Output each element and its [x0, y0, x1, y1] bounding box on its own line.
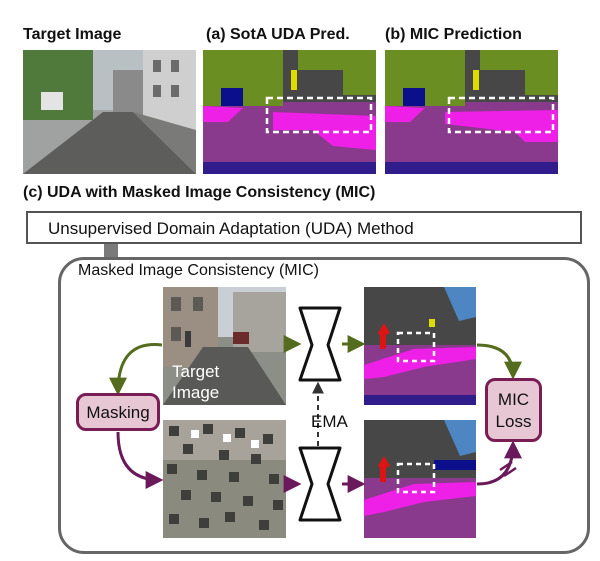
- teacher-prediction: [364, 287, 476, 405]
- student-network-icon: [298, 446, 342, 522]
- mic-loss-box: MIC Loss: [485, 378, 542, 442]
- stop-gradient-mark-1: [499, 460, 513, 472]
- mic-prediction-image: [385, 50, 558, 174]
- arrow-pred-to-loss: [476, 343, 522, 380]
- header-section-c: (c) UDA with Masked Image Consistency (M…: [23, 184, 376, 201]
- stop-gradient-mark-2: [503, 466, 517, 478]
- header-sota-uda: (a) SotA UDA Pred.: [206, 26, 350, 43]
- uda-mic-connector: [104, 244, 118, 258]
- uda-method-label: Unsupervised Domain Adaptation (UDA) Met…: [48, 219, 414, 238]
- masked-target-image: [163, 420, 286, 538]
- mic-target-image: [163, 287, 286, 405]
- target-label-line2: Image: [172, 383, 220, 402]
- arrow-pred-to-loss-purple: [476, 440, 522, 486]
- target-label-line1: Target: [172, 362, 220, 381]
- ema-label: EMA: [311, 412, 348, 431]
- header-mic-prediction: (b) MIC Prediction: [385, 26, 522, 43]
- target-image-overlay-label: Target Image: [172, 361, 219, 403]
- mic-box-title: Masked Image Consistency (MIC): [78, 262, 319, 279]
- masking-label: Masking: [86, 403, 150, 422]
- masking-box: Masking: [76, 393, 160, 431]
- mic-loss-line1: MIC: [497, 390, 530, 409]
- mic-loss-line2: Loss: [495, 412, 532, 431]
- student-prediction: [364, 420, 476, 538]
- sota-uda-prediction: [203, 50, 376, 174]
- arrow-masking-to-masked: [116, 431, 164, 489]
- teacher-network-icon: [298, 306, 342, 382]
- target-image-photo: [23, 50, 196, 174]
- uda-method-box: Unsupervised Domain Adaptation (UDA) Met…: [26, 211, 582, 244]
- arrow-image-to-masking: [109, 343, 163, 396]
- header-target-image: Target Image: [23, 26, 122, 43]
